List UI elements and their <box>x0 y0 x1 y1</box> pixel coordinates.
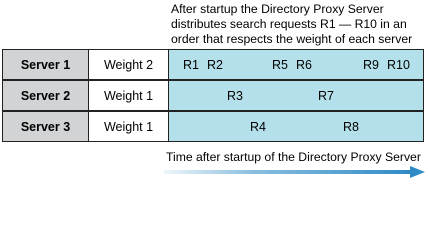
request-label: R5 <box>272 58 288 72</box>
request-label: R1 <box>183 58 199 72</box>
server-request-table: Server 1 Weight 2 R1 R2 R5 R6 R9 R10 Ser… <box>2 49 424 142</box>
server-row: Server 2 Weight 1 R3 R7 <box>2 80 424 111</box>
caption-line-1: After startup the Directory Proxy Server <box>171 2 384 16</box>
caption-line-2: distributes search requests R1 — R10 in … <box>171 17 407 31</box>
server-name: Server 3 <box>2 111 89 142</box>
request-label: R6 <box>296 58 312 72</box>
caption-line-3: order that respects the weight of each s… <box>171 32 413 46</box>
server-weight: Weight 1 <box>88 80 169 111</box>
request-label: R2 <box>207 58 223 72</box>
request-timeline: R3 R7 <box>168 80 424 111</box>
server-weight: Weight 1 <box>88 111 169 142</box>
time-arrow-icon <box>164 166 425 178</box>
time-axis-label: Time after startup of the Directory Prox… <box>166 150 421 164</box>
server-row: Server 3 Weight 1 R4 R8 <box>2 111 424 142</box>
server-weight: Weight 2 <box>88 49 169 80</box>
server-row: Server 1 Weight 2 R1 R2 R5 R6 R9 R10 <box>2 49 424 80</box>
server-name: Server 1 <box>2 49 89 80</box>
server-name: Server 2 <box>2 80 89 111</box>
request-timeline: R1 R2 R5 R6 R9 R10 <box>168 49 424 80</box>
request-timeline: R4 R8 <box>168 111 424 142</box>
request-label: R10 <box>387 58 410 72</box>
diagram-caption: After startup the Directory Proxy Server… <box>171 2 427 47</box>
request-label: R3 <box>227 89 243 103</box>
request-label: R4 <box>250 120 266 134</box>
request-label: R7 <box>318 89 334 103</box>
request-label: R8 <box>343 120 359 134</box>
request-label: R9 <box>363 58 379 72</box>
